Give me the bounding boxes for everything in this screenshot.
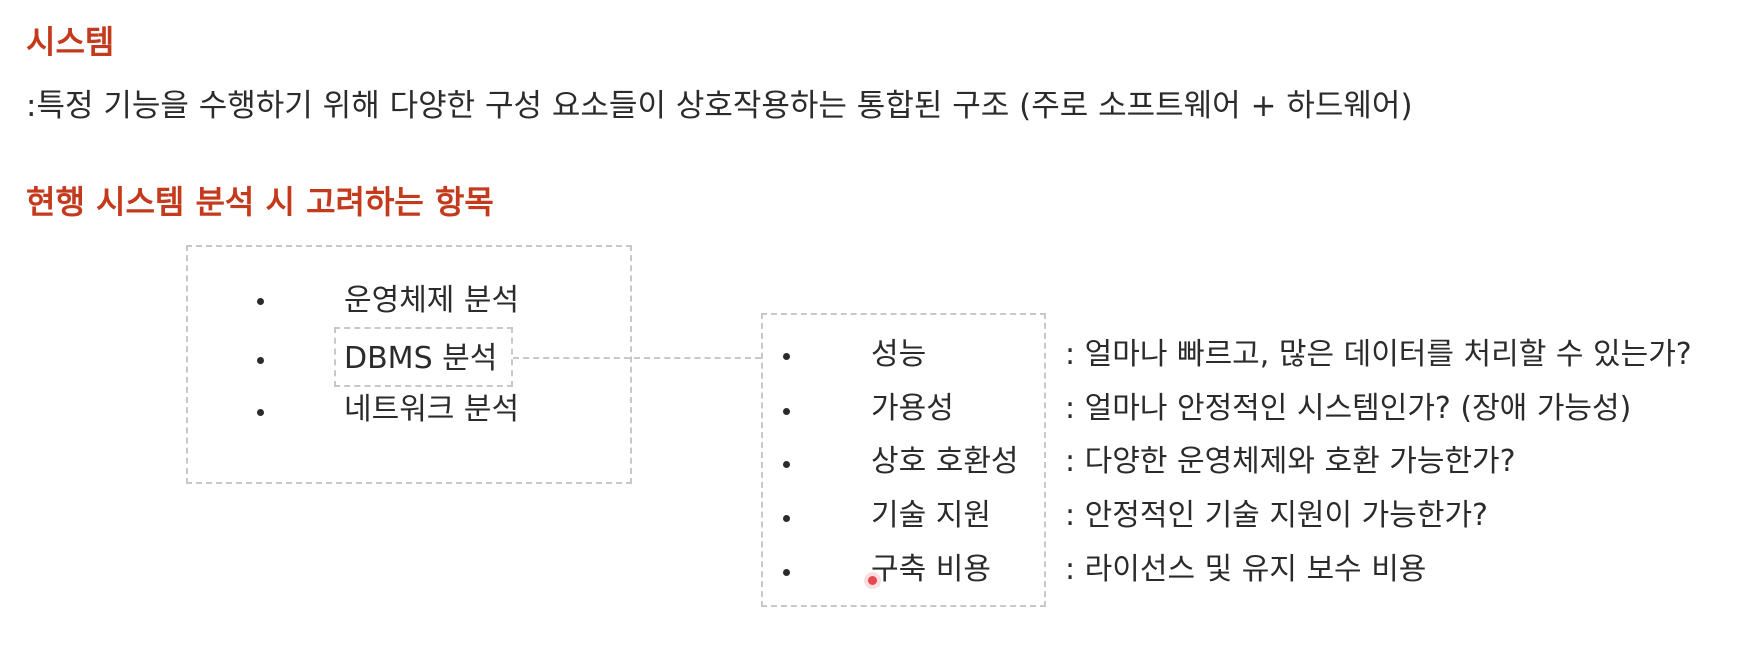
dbms-highlight-box [334, 327, 513, 387]
criteria-label-tech-support: 기술 지원 [871, 498, 991, 533]
criteria-desc-availability: : 얼마나 안정적인 시스템인가? (장애 가능성) [1065, 391, 1632, 426]
bullet-icon [783, 569, 790, 576]
analysis-item-network: 네트워크 분석 [344, 392, 520, 427]
dbms-criteria-box [761, 313, 1046, 607]
analysis-item-os: 운영체제 분석 [344, 283, 520, 318]
criteria-desc-performance: : 얼마나 빠르고, 많은 데이터를 처리할 수 있는가? [1065, 337, 1692, 372]
criteria-desc-build-cost: : 라이선스 및 유지 보수 비용 [1065, 552, 1427, 587]
bullet-icon [257, 298, 264, 305]
bullet-icon [783, 515, 790, 522]
connector-line [513, 357, 761, 359]
bullet-icon [257, 409, 264, 416]
criteria-label-build-cost: 구축 비용 [871, 552, 991, 587]
section-title-system: 시스템 [26, 23, 115, 61]
criteria-label-performance: 성능 [871, 337, 927, 372]
system-definition: :특정 기능을 수행하기 위해 다양한 구성 요소들이 상호작용하는 통합된 구… [26, 88, 1413, 124]
bullet-icon [783, 461, 790, 468]
section-title-analysis-items: 현행 시스템 분석 시 고려하는 항목 [26, 183, 494, 221]
bullet-icon [257, 357, 264, 364]
criteria-desc-compatibility: : 다양한 운영체제와 호환 가능한가? [1065, 444, 1516, 479]
criteria-label-compatibility: 상호 호환성 [871, 444, 1019, 479]
bullet-icon [783, 408, 790, 415]
analysis-items-box [186, 245, 632, 484]
analysis-item-dbms: DBMS 분석 [344, 341, 498, 376]
bullet-icon [783, 353, 790, 360]
criteria-desc-tech-support: : 안정적인 기술 지원이 가능한가? [1065, 498, 1488, 533]
criteria-label-availability: 가용성 [871, 391, 954, 426]
cursor-pointer-icon [868, 576, 877, 585]
